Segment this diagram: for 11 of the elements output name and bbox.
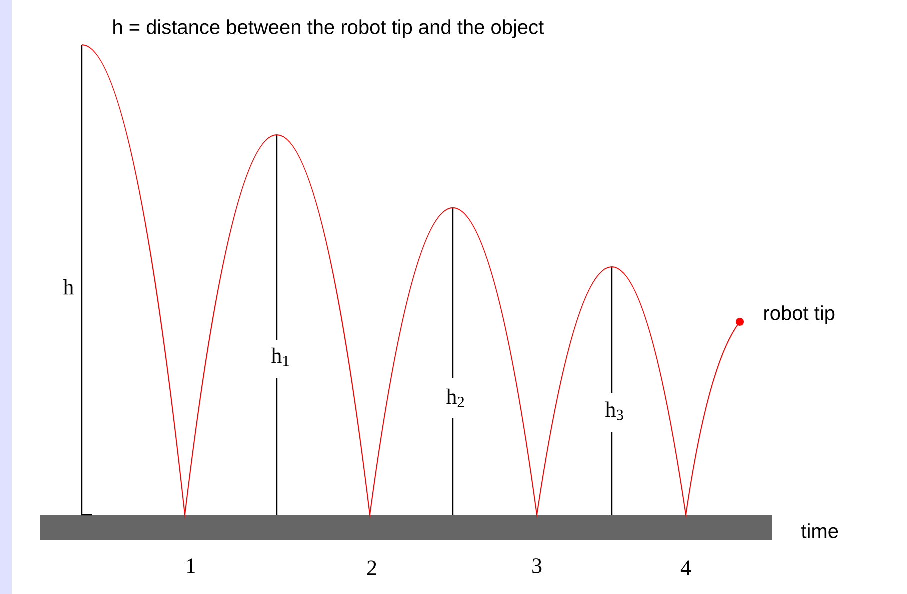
axis-label: time <box>802 524 838 538</box>
title: h = distance between the robot tip and the object <box>114 20 544 38</box>
height-label: h <box>63 279 74 295</box>
tick-label: 3 <box>532 558 542 574</box>
height-label: h$_{2}$ <box>446 388 464 408</box>
robot-tip-label: robot tip <box>764 306 835 324</box>
height-label: h$_{1}$ <box>271 348 289 366</box>
tick-label: 2 <box>367 560 376 576</box>
height-label: h$_{3}$ <box>605 402 624 420</box>
tick-label: 1 <box>187 558 196 574</box>
tick-label: 4 <box>680 560 692 576</box>
